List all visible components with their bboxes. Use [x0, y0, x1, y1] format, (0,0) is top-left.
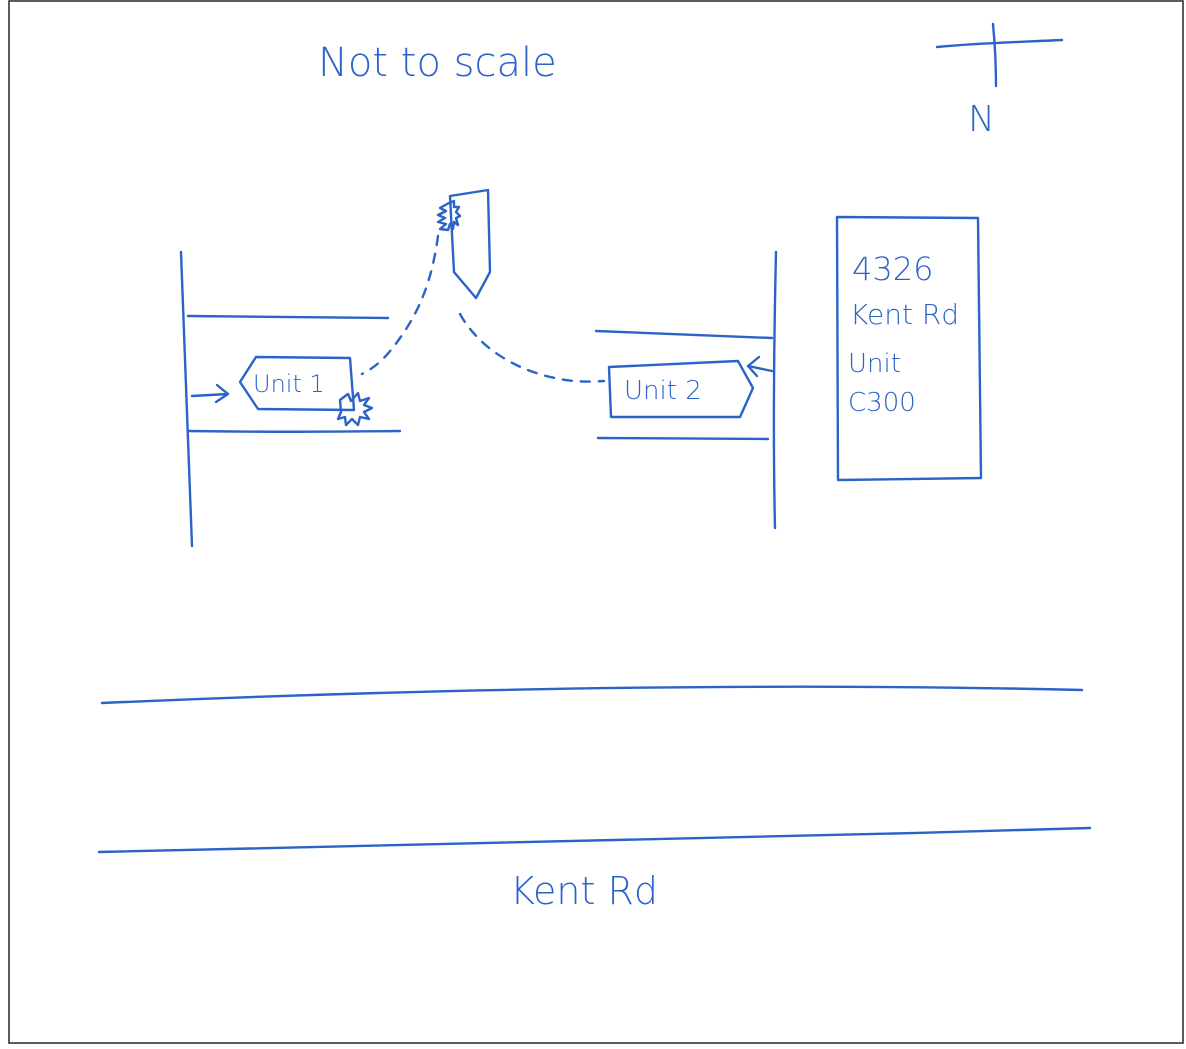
compass-north-line [991, 22, 998, 88]
final-position-impact-mark [436, 199, 462, 232]
unit-2-label: Unit 2 [624, 376, 702, 406]
unit-1-impact-mark [336, 391, 374, 427]
unit-2-body [607, 359, 755, 419]
right-driveway-top-edge [594, 329, 774, 340]
kent-road-north-edge [100, 685, 1084, 705]
north-compass: N [935, 22, 1064, 140]
page-border [8, 0, 1184, 1044]
unit-1-travel-path [360, 234, 440, 376]
unit-1-body [238, 355, 356, 412]
unit2-arrowhead [746, 355, 761, 378]
final-position-vehicle [436, 188, 492, 300]
unit2-direction-arrow [746, 364, 774, 373]
left-driveway-top-edge [186, 314, 390, 320]
north-label: N [968, 99, 995, 140]
left-driveway-vertical [179, 250, 194, 548]
unit1-direction-arrow [190, 392, 230, 398]
building-outline [835, 215, 983, 482]
kent-road-south-edge [97, 826, 1092, 854]
unit-1-label: Unit 1 [253, 370, 325, 398]
building-unit-number: C300 [848, 388, 916, 418]
unit-2-vehicle: Unit 2 [607, 359, 755, 419]
final-position-body [448, 188, 492, 300]
left-driveway-bottom-edge [186, 429, 402, 433]
right-driveway-bottom-edge [596, 436, 770, 441]
building-unit-label: Unit [848, 349, 901, 379]
building-4326: 4326 Kent Rd Unit C300 [835, 215, 983, 482]
kent-road-label: Kent Rd [510, 869, 658, 913]
building-street: Kent Rd [850, 298, 959, 331]
not-to-scale-note: Not to scale [318, 40, 557, 86]
unit-1-vehicle: Unit 1 [238, 355, 374, 427]
right-driveway [594, 250, 778, 530]
right-driveway-vertical [772, 250, 778, 530]
left-driveway [179, 250, 402, 548]
unit1-arrowhead [214, 383, 230, 404]
unit-2-travel-path [458, 312, 606, 383]
compass-cross-line [935, 38, 1064, 49]
kent-road: Kent Rd [97, 685, 1092, 913]
building-number: 4326 [852, 250, 933, 288]
